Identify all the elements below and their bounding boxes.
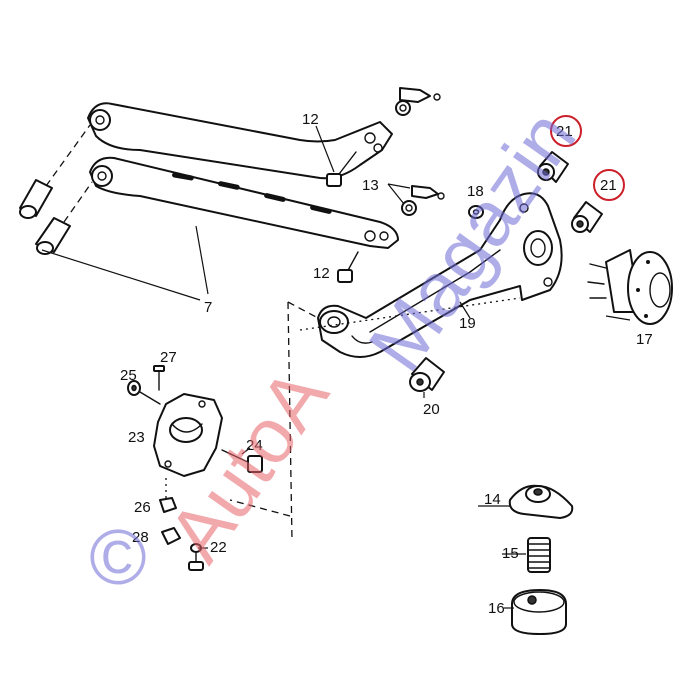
label-16: 16 [488,600,505,617]
label-23: 23 [128,429,145,446]
bolt-24 [221,447,263,473]
bushing-20 [409,357,445,392]
bolt-27 [153,365,165,391]
spring-seat-14 [508,484,574,519]
label-19: 19 [459,315,476,332]
bushing-21-lower [571,201,603,233]
bolt-12-lower [337,251,359,283]
label-21-lower: 21 [600,177,617,194]
nut-28 [161,527,181,545]
label-24: 24 [246,437,263,454]
nut-washer-13 [387,183,445,216]
label-12-lower: 12 [313,265,330,282]
mounting-bracket-23 [153,393,223,477]
nut-washer-upper [395,87,441,116]
highlight-circle-21-upper [550,115,582,147]
bolt-12-upper [315,125,357,187]
label-12-upper: 12 [302,111,319,128]
highlight-circle-21-lower [593,169,625,201]
arm-bushing-upper [19,124,91,219]
label-13: 13 [362,177,379,194]
upper-control-arm [87,102,393,180]
trailing-arm-19 [317,192,563,358]
label-15: 15 [502,545,519,562]
label-17: 17 [636,331,653,348]
label-22: 22 [210,539,227,556]
bolt-22 [188,543,204,571]
label-21-upper: 21 [556,123,573,140]
label-28: 28 [132,529,149,546]
label-7: 7 [204,299,212,316]
wheel-hub-17 [587,249,673,325]
bump-stop-16 [511,589,567,635]
watermark-copyright: © [89,513,146,601]
bushing-21-upper [537,151,569,183]
nut-26 [159,478,177,513]
label-27: 27 [160,349,177,366]
lower-control-arm [89,156,399,249]
arm-bushing-lower [35,181,93,255]
label-26: 26 [134,499,151,516]
washer-18 [468,205,484,219]
label-20: 20 [423,401,440,418]
spring-15 [527,537,551,573]
label-14: 14 [484,491,501,508]
label-25: 25 [120,367,137,384]
label-18: 18 [467,183,484,200]
washer-25 [127,380,161,405]
